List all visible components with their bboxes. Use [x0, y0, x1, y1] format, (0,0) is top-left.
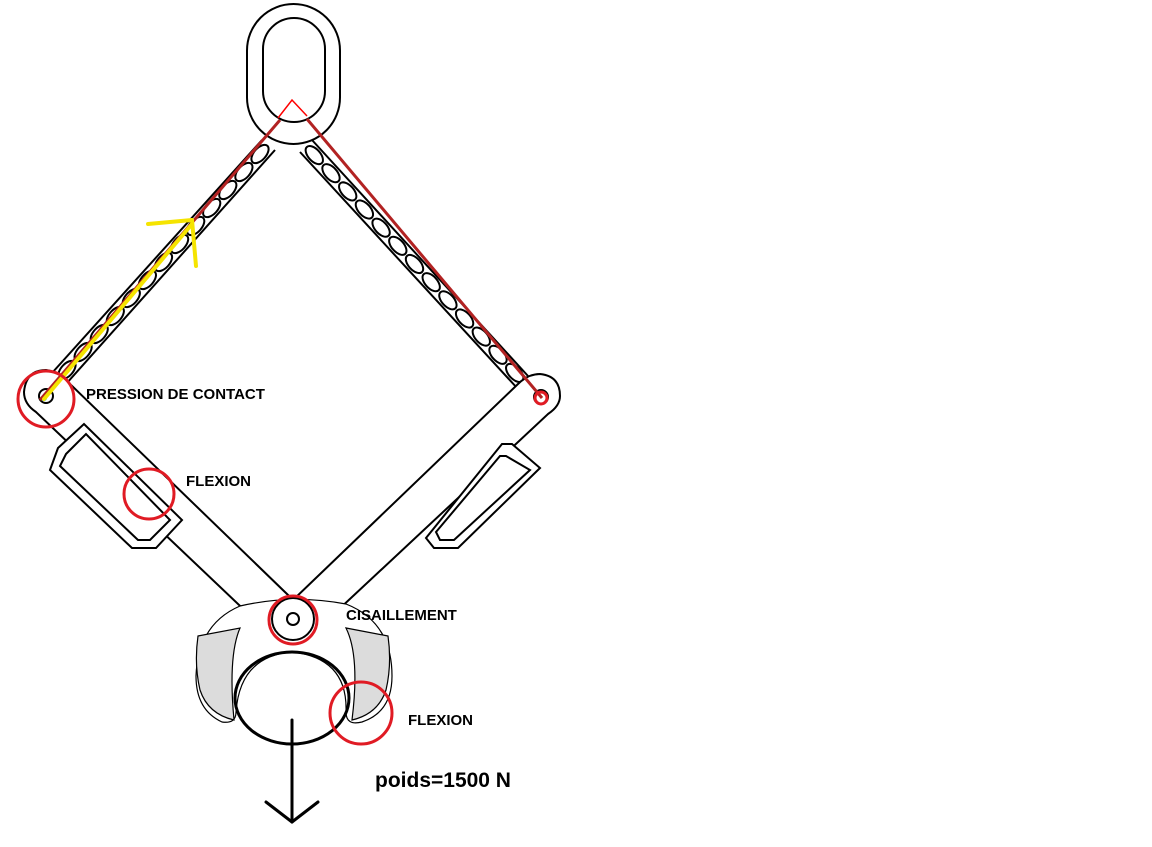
left-chain	[51, 139, 276, 385]
label-bending-lower: FLEXION	[408, 712, 473, 729]
chain-force-lines	[38, 118, 544, 401]
chain-link	[170, 233, 190, 255]
apex-marker	[277, 98, 308, 119]
shackle-ring	[246, 3, 341, 145]
jaw-body	[195, 598, 393, 724]
chain-link	[454, 308, 475, 329]
label-weight: poids=1500 N	[375, 769, 511, 792]
chain-link	[371, 217, 391, 238]
arrow-up-right-icon	[42, 218, 198, 401]
contact-pressure-circle	[16, 369, 76, 429]
bending-upper-circle	[122, 467, 176, 521]
right-pivot-circle	[533, 390, 549, 406]
chain-link	[438, 290, 458, 311]
chain-link	[153, 251, 174, 273]
shear-circle	[267, 594, 319, 646]
chain-link	[388, 235, 408, 256]
bending-lower-circle	[328, 680, 394, 746]
right-chain	[299, 139, 529, 390]
highlight-circles	[16, 369, 549, 746]
label-contact-pressure: PRESSION DE CONTACT	[86, 386, 265, 403]
chain-link	[338, 181, 358, 202]
chain-link	[404, 253, 425, 275]
chain-link	[321, 163, 341, 184]
label-bending-upper: FLEXION	[186, 473, 251, 490]
arrow-down-icon	[264, 718, 320, 824]
left-pad-plate	[48, 422, 184, 549]
central-pin	[271, 597, 315, 641]
chain-link	[354, 199, 375, 220]
chain-link	[421, 272, 441, 293]
right-pad-plate	[424, 443, 542, 549]
chain-link	[304, 145, 324, 166]
label-shear: CISAILLEMENT	[346, 607, 457, 624]
